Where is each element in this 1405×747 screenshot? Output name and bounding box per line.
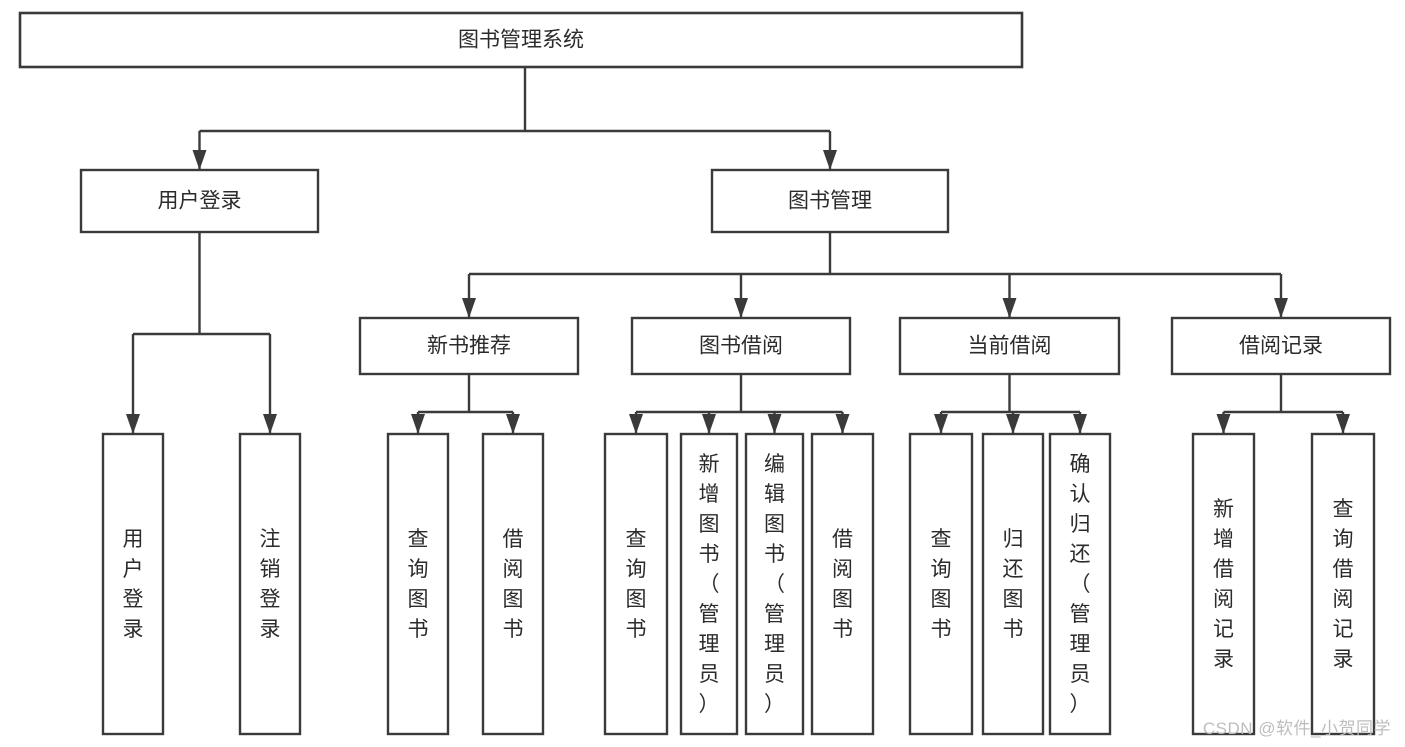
node-leaf-borrow-book-2-label: 借阅图书: [832, 528, 853, 641]
arrow-head-icon: [411, 414, 425, 434]
node-leaf-logout-login[interactable]: [238, 432, 302, 736]
node-leaf-confirm-return[interactable]: [1048, 432, 1112, 736]
node-book-borrow-label: 图书借阅: [699, 335, 783, 358]
node-leaf-query-record-label: 查询借阅记录: [1333, 498, 1354, 671]
arrow-head-icon: [126, 414, 140, 434]
node-leaf-query-book-1-label: 查询图书: [408, 528, 429, 641]
node-leaf-query-book-3-label: 查询图书: [931, 528, 952, 641]
node-leaf-edit-book[interactable]: [744, 432, 805, 736]
arrow-head-icon: [823, 150, 837, 170]
node-leaf-return-book-label: 归还图书: [1003, 528, 1024, 641]
node-root[interactable]: [18, 11, 1024, 69]
node-new-book-recommend[interactable]: [358, 316, 580, 376]
arrow-head-icon: [734, 298, 748, 318]
node-leaf-query-book-2[interactable]: [603, 432, 669, 736]
node-leaf-add-record-label: 新增借阅记录: [1213, 498, 1234, 671]
arrow-head-icon: [1006, 414, 1020, 434]
arrow-head-icon: [767, 414, 782, 434]
node-leaf-borrow-book-1[interactable]: [481, 432, 545, 736]
node-leaf-add-book-label: 新增图书（管理员）: [699, 453, 720, 716]
node-leaf-add-book[interactable]: [679, 432, 739, 736]
arrow-head-icon: [835, 414, 850, 434]
node-leaf-logout-login-label: 注销登录: [260, 528, 281, 641]
arrow-head-icon: [1002, 298, 1017, 318]
node-borrow-record[interactable]: [1170, 316, 1392, 376]
watermark-text: CSDN @软件_小贺同学: [1202, 719, 1391, 738]
arrow-head-icon: [702, 414, 716, 434]
node-root-label: 图书管理系统: [458, 29, 584, 52]
arrow-head-icon: [1274, 298, 1288, 318]
arrow-head-icon: [192, 150, 207, 170]
arrow-head-icon: [1336, 414, 1350, 434]
node-book-borrow[interactable]: [630, 316, 852, 376]
node-book-management-label: 图书管理: [788, 190, 872, 213]
node-leaf-edit-book-label: 编辑图书（管理员）: [764, 453, 785, 716]
node-leaf-query-book-3[interactable]: [908, 432, 974, 736]
node-book-management[interactable]: [710, 168, 950, 234]
arrow-head-icon: [629, 414, 643, 434]
node-leaf-query-book-2-label: 查询图书: [626, 528, 647, 641]
node-box-layer: 图书管理系统用户登录图书管理新书推荐图书借阅当前借阅借阅记录用户登录注销登录查询…: [18, 11, 1392, 736]
connector-layer: [126, 67, 1350, 434]
arrow-head-icon: [1073, 414, 1087, 434]
node-leaf-query-book-1[interactable]: [386, 432, 450, 736]
node-leaf-add-record[interactable]: [1191, 432, 1256, 736]
node-current-borrow-label: 当前借阅: [968, 335, 1052, 358]
arrow-head-icon: [1216, 414, 1231, 434]
node-current-borrow[interactable]: [898, 316, 1121, 376]
arrow-head-icon: [263, 414, 277, 434]
node-leaf-return-book[interactable]: [981, 432, 1045, 736]
node-borrow-record-label: 借阅记录: [1239, 335, 1323, 358]
node-user-login-label: 用户登录: [158, 190, 242, 213]
arrow-head-icon: [934, 414, 948, 434]
node-leaf-user-login[interactable]: [101, 432, 165, 736]
arrow-head-icon: [462, 298, 476, 318]
node-leaf-user-login-label: 用户登录: [123, 528, 144, 641]
node-leaf-query-record[interactable]: [1310, 432, 1376, 736]
node-leaf-borrow-book-1-label: 借阅图书: [503, 528, 524, 641]
node-new-book-recommend-label: 新书推荐: [427, 335, 511, 358]
node-leaf-borrow-book-2[interactable]: [810, 432, 875, 736]
arrow-head-icon: [506, 414, 520, 434]
node-user-login[interactable]: [79, 168, 320, 234]
node-leaf-confirm-return-label: 确认归还（管理员）: [1070, 453, 1091, 716]
